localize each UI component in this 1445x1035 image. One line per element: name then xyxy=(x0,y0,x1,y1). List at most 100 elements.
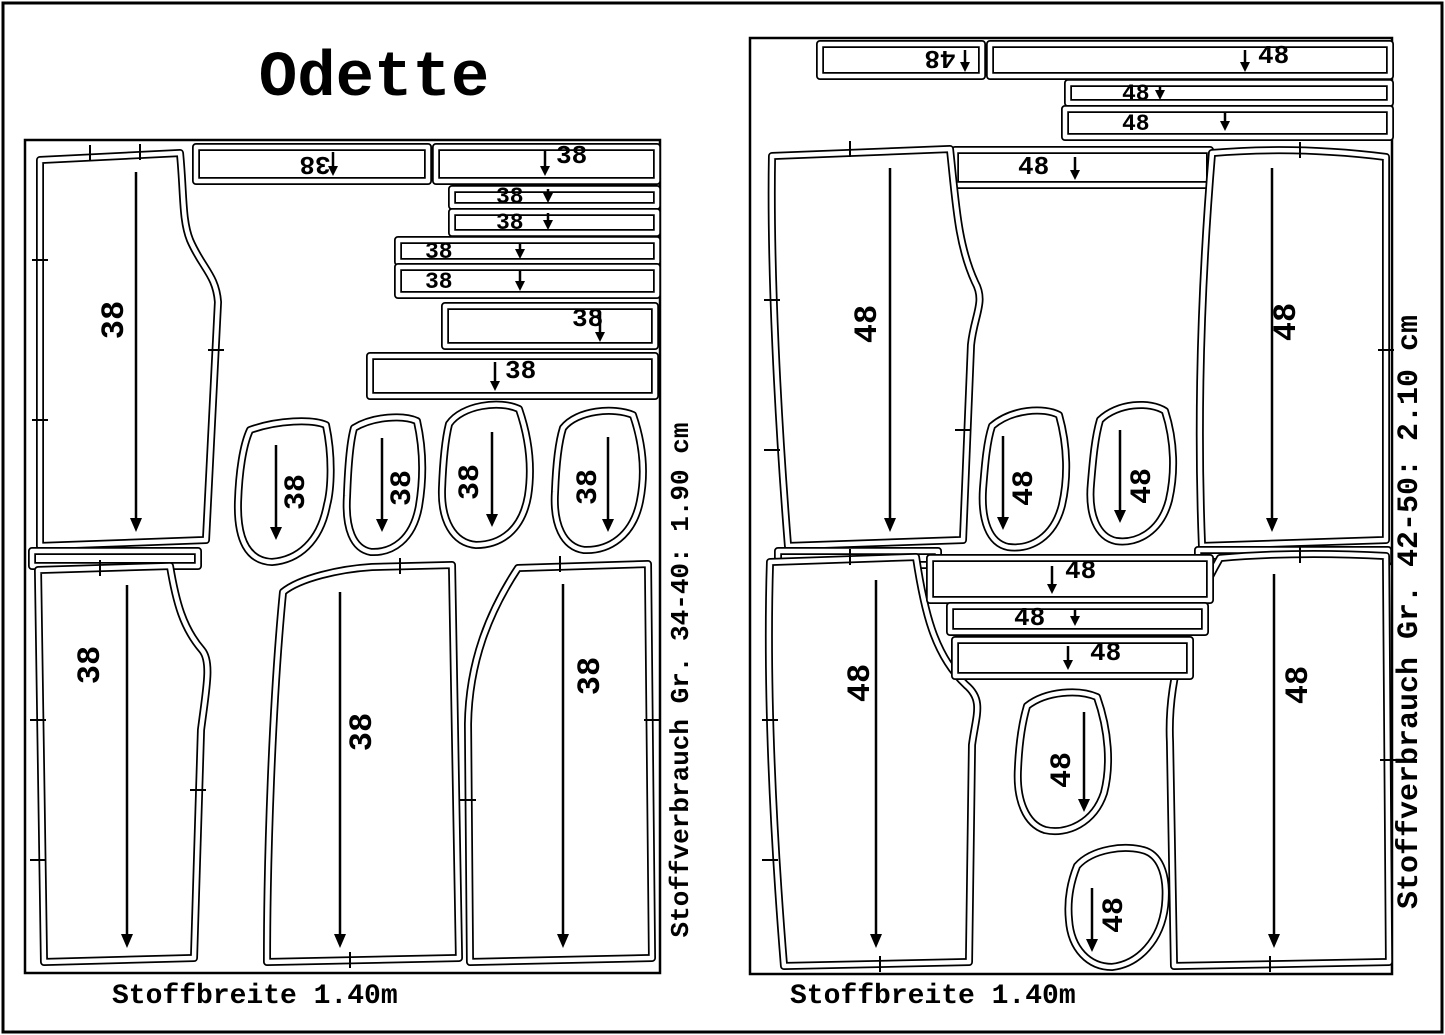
pocket-48-2 xyxy=(1086,401,1178,546)
grainline-arrow xyxy=(1070,157,1080,180)
grainline-arrow xyxy=(515,270,525,291)
size-label: 38 xyxy=(556,141,587,171)
grainline-arrow xyxy=(1220,113,1230,131)
size-label: 38 xyxy=(496,210,524,236)
piece-trouser-back-left-48 xyxy=(767,145,984,550)
pocket-38-1 xyxy=(233,417,335,566)
piece-trouser-back-right-48 xyxy=(1195,146,1390,550)
grainline-arrow xyxy=(540,150,550,176)
size-label: 38 xyxy=(454,464,488,500)
strip-48-1 xyxy=(1064,79,1394,107)
grainline-arrow xyxy=(960,50,970,72)
strip-38-5 xyxy=(441,302,659,350)
size-label: 48 xyxy=(1258,41,1289,71)
grainline-arrow xyxy=(884,168,896,532)
strip-38-2 xyxy=(448,208,661,237)
pocket-38-2 xyxy=(342,413,427,557)
grainline-arrow xyxy=(486,432,498,527)
grainline-arrow xyxy=(328,152,338,176)
size-label: 48 xyxy=(1122,81,1150,107)
strip-waistband-38-a xyxy=(192,143,432,185)
strip-48-6 xyxy=(951,636,1194,680)
strip-48-4 xyxy=(926,554,1214,604)
size-label: 48 xyxy=(1126,468,1160,504)
size-label: 38 xyxy=(425,239,453,265)
grainline-arrow xyxy=(595,314,605,342)
size-label: 48 xyxy=(1268,303,1305,341)
pocket-38-3 xyxy=(437,400,534,549)
size-label: 38 xyxy=(496,184,524,210)
pocket-38-4 xyxy=(550,406,647,555)
size-label: 38 xyxy=(96,301,133,339)
strip-38-4 xyxy=(394,263,661,299)
fabric-width-note-left: Stoffbreite 1.40m xyxy=(112,981,398,1012)
size-label: 48 xyxy=(1280,666,1317,704)
piece-trouser-right-38 xyxy=(464,560,656,966)
grainline-arrow xyxy=(376,438,388,532)
grainline-arrow xyxy=(1266,168,1278,532)
grainline-arrow xyxy=(1078,712,1090,812)
size-label: 48 xyxy=(1098,897,1132,933)
fabric-usage-note-right: Stoffverbrauch Gr. 42-50: 2.10 cm xyxy=(1393,315,1427,909)
grainline-arrow xyxy=(602,437,614,532)
size-label: 38 xyxy=(572,657,609,695)
size-label: 48 xyxy=(1018,152,1049,182)
size-label: 48 xyxy=(1046,752,1080,788)
strip-waistband-48-b xyxy=(986,40,1394,80)
grainline-arrow xyxy=(490,362,500,391)
size-label: 48 xyxy=(1014,603,1045,633)
grainline-arrow xyxy=(130,172,142,532)
grainline-arrow xyxy=(1063,646,1073,670)
grainline-arrow xyxy=(997,436,1009,530)
piece-trouser-front-left-38 xyxy=(34,562,212,966)
size-label: 38 xyxy=(386,470,420,506)
strip-38-3 xyxy=(394,236,661,266)
grainline-arrow xyxy=(1114,430,1126,523)
size-label: 48 xyxy=(842,664,879,702)
grainline-arrow xyxy=(557,584,569,948)
size-label: 38 xyxy=(72,646,109,684)
size-label: 48 xyxy=(1122,111,1150,137)
grainline-arrow xyxy=(1240,50,1250,72)
grainline-arrow xyxy=(1268,574,1280,948)
size-label: 48 xyxy=(1090,638,1121,668)
piece-trouser-middle-38 xyxy=(263,561,463,966)
grainline-arrow xyxy=(121,585,133,948)
size-label: 48 xyxy=(849,305,886,343)
strip-38-1 xyxy=(448,185,661,210)
grainline-arrow xyxy=(334,592,346,948)
grainline-arrow xyxy=(1070,610,1080,626)
piece-trouser-back-38 xyxy=(36,149,222,550)
size-label: 38 xyxy=(344,713,381,751)
grainline-arrow xyxy=(1086,888,1098,952)
strip-48-3 xyxy=(951,146,1214,189)
size-label: 38 xyxy=(280,474,314,510)
grainline-arrow xyxy=(515,243,525,259)
strip-waistband-38-b xyxy=(432,143,661,185)
size-label: 48 xyxy=(924,43,955,73)
size-label: 48 xyxy=(1065,556,1096,586)
grainline-arrow xyxy=(543,213,553,230)
fabric-usage-note-left: Stoffverbrauch Gr. 34-40: 1.90 cm xyxy=(666,423,696,938)
grainline-arrow xyxy=(270,445,282,540)
grainline-arrow xyxy=(1047,566,1057,594)
size-label: 38 xyxy=(299,149,330,179)
grainline-arrow xyxy=(870,580,882,948)
piece-trouser-front-left-48 xyxy=(764,553,982,970)
layout-panel-size-48: 48 48 48 48 48 48 48 48 48 48 48 48 48 4… xyxy=(748,36,1427,1012)
size-label: 38 xyxy=(572,304,603,334)
layout-panel-size-38: 38 38 38 38 38 38 38 38 38 38 38 38 38 3… xyxy=(23,138,696,1012)
pattern-title: Odette xyxy=(259,43,489,115)
fabric-width-note-right: Stoffbreite 1.40m xyxy=(790,981,1076,1012)
size-label: 38 xyxy=(572,469,606,505)
strip-waistband-48-a xyxy=(816,40,986,80)
pocket-48-3 xyxy=(1013,688,1113,835)
strip-38-6 xyxy=(366,352,659,400)
fabric-outline-left xyxy=(23,138,662,975)
grainline-arrow xyxy=(543,189,553,203)
size-label: 38 xyxy=(505,356,536,386)
grainline-arrow xyxy=(1155,86,1165,100)
